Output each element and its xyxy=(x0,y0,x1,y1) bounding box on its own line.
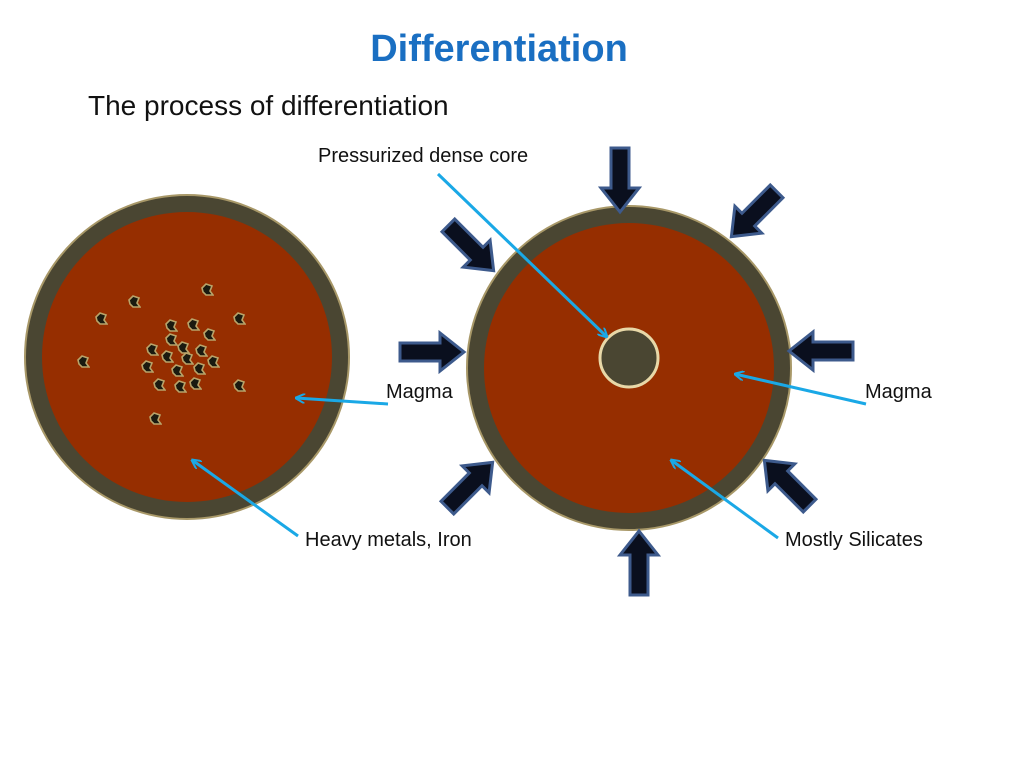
leader-heavy-metals xyxy=(192,460,299,538)
pressure-arrow-right xyxy=(786,328,855,374)
slide-title: Differentiation xyxy=(370,28,628,70)
dense-core xyxy=(598,327,660,389)
pressure-arrow-top xyxy=(597,146,643,215)
leader-right-magma xyxy=(735,374,867,406)
right-planet xyxy=(466,205,792,531)
label-left-magma: Magma xyxy=(386,381,454,403)
label-heavy-metals: Heavy metals, Iron xyxy=(305,529,472,551)
pressure-arrow-left xyxy=(398,329,467,375)
pressure-arrow-top-right xyxy=(729,182,786,239)
slide-subtitle: The process of differentiation xyxy=(88,90,449,121)
leader-lines xyxy=(192,172,867,540)
label-pressurized-core: Pressurized dense core xyxy=(318,145,528,167)
pressure-arrows xyxy=(398,146,855,597)
pressure-arrow-bottom-left xyxy=(438,460,495,517)
pressure-arrow-top-left xyxy=(439,216,496,273)
leader-pressurized-core xyxy=(436,172,607,337)
leader-left-magma xyxy=(296,398,389,406)
pressure-arrow-bottom xyxy=(616,528,662,597)
label-right-magma: Magma xyxy=(865,381,933,403)
label-silicates: Mostly Silicates xyxy=(785,529,923,551)
left-planet xyxy=(24,194,350,520)
leader-silicates xyxy=(671,460,779,540)
pressure-arrow-bottom-right xyxy=(762,458,819,515)
